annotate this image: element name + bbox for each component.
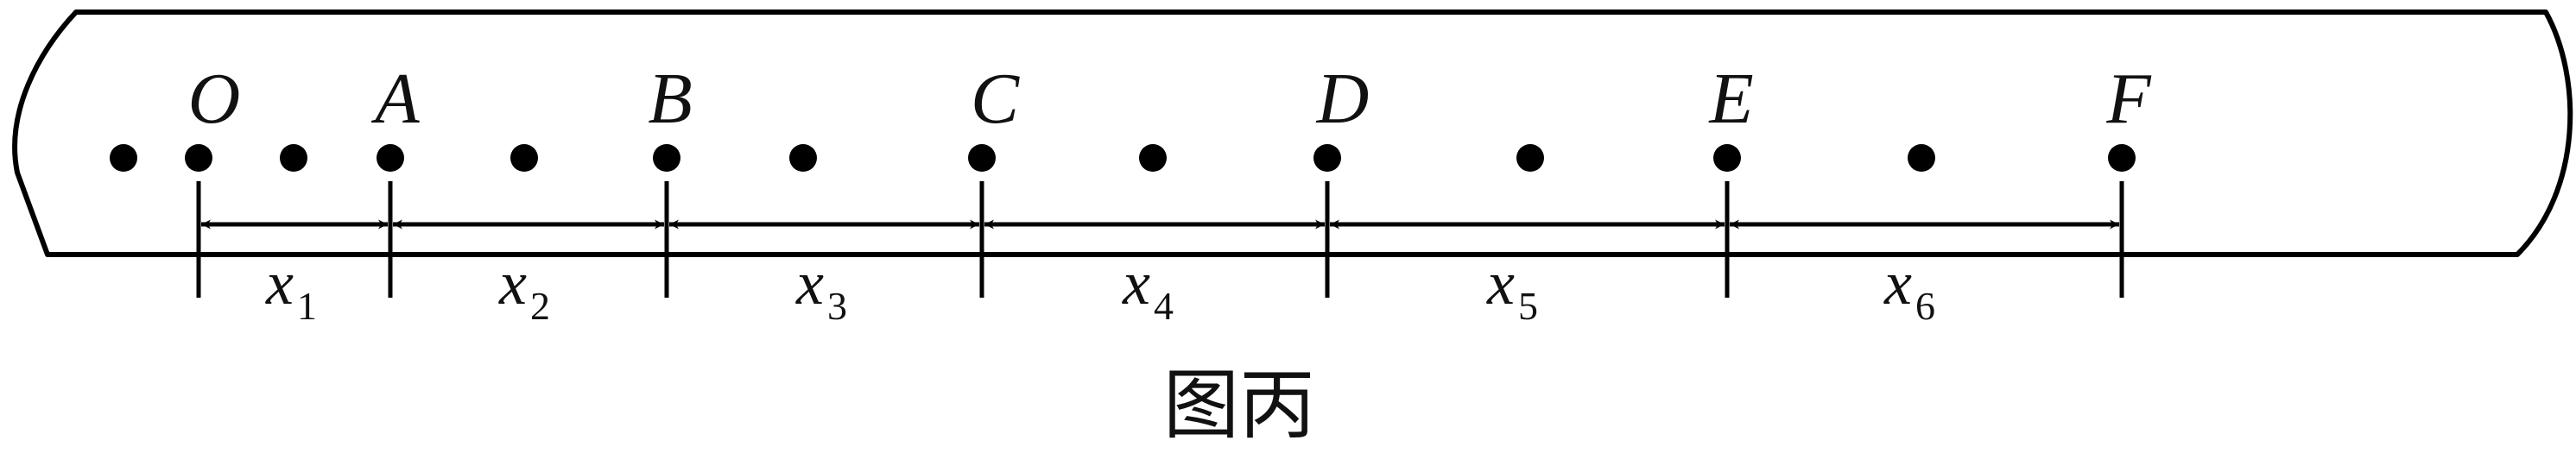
segment-subscript: 4 bbox=[1154, 284, 1174, 328]
segment-subscript: 2 bbox=[530, 284, 550, 328]
dot bbox=[1908, 144, 1935, 172]
labeled-points: O A B C D E F bbox=[185, 59, 2152, 172]
point-F-dot bbox=[2108, 144, 2136, 172]
segment-subscript: 1 bbox=[297, 284, 317, 328]
tick-marks bbox=[196, 181, 2124, 298]
dot bbox=[789, 144, 817, 172]
dot bbox=[280, 144, 307, 172]
dot bbox=[1516, 144, 1544, 172]
point-C-dot bbox=[968, 144, 996, 172]
segment-var: x bbox=[795, 249, 824, 318]
segment-label-x3: x3 bbox=[795, 249, 847, 328]
point-B-dot bbox=[653, 144, 680, 172]
point-D-dot bbox=[1313, 144, 1341, 172]
point-B-label: B bbox=[648, 59, 692, 139]
point-A-label: A bbox=[370, 59, 420, 139]
segment-label-x5: x5 bbox=[1486, 249, 1538, 328]
segment-subscript: 6 bbox=[1915, 284, 1935, 328]
dot bbox=[110, 144, 137, 172]
dot bbox=[510, 144, 538, 172]
point-O-dot bbox=[185, 144, 212, 172]
point-F-label: F bbox=[2105, 59, 2152, 139]
segment-label-x6: x6 bbox=[1883, 249, 1935, 328]
point-A-dot bbox=[377, 144, 404, 172]
segment-var: x bbox=[265, 249, 294, 318]
segment-var: x bbox=[1883, 249, 1912, 318]
point-D-label: D bbox=[1316, 59, 1370, 139]
segment-var: x bbox=[1486, 249, 1515, 318]
point-E-dot bbox=[1713, 144, 1741, 172]
segment-subscript: 3 bbox=[827, 284, 847, 328]
point-O-label: O bbox=[188, 59, 241, 139]
point-C-label: C bbox=[971, 59, 1020, 139]
segment-label-x2: x2 bbox=[498, 249, 550, 328]
paper-tape bbox=[12, 9, 2573, 257]
dot bbox=[1139, 144, 1167, 172]
figure-caption: 图丙 bbox=[1163, 361, 1315, 450]
segment-label-x4: x4 bbox=[1122, 249, 1174, 328]
segment-var: x bbox=[1122, 249, 1150, 318]
unlabeled-dots bbox=[110, 144, 1935, 172]
segment-labels: x1 x2 x3 x4 x5 x6 bbox=[265, 249, 1935, 328]
segment-var: x bbox=[498, 249, 527, 318]
point-E-label: E bbox=[1708, 59, 1753, 139]
segment-label-x1: x1 bbox=[265, 249, 317, 328]
segment-subscript: 5 bbox=[1518, 284, 1538, 328]
